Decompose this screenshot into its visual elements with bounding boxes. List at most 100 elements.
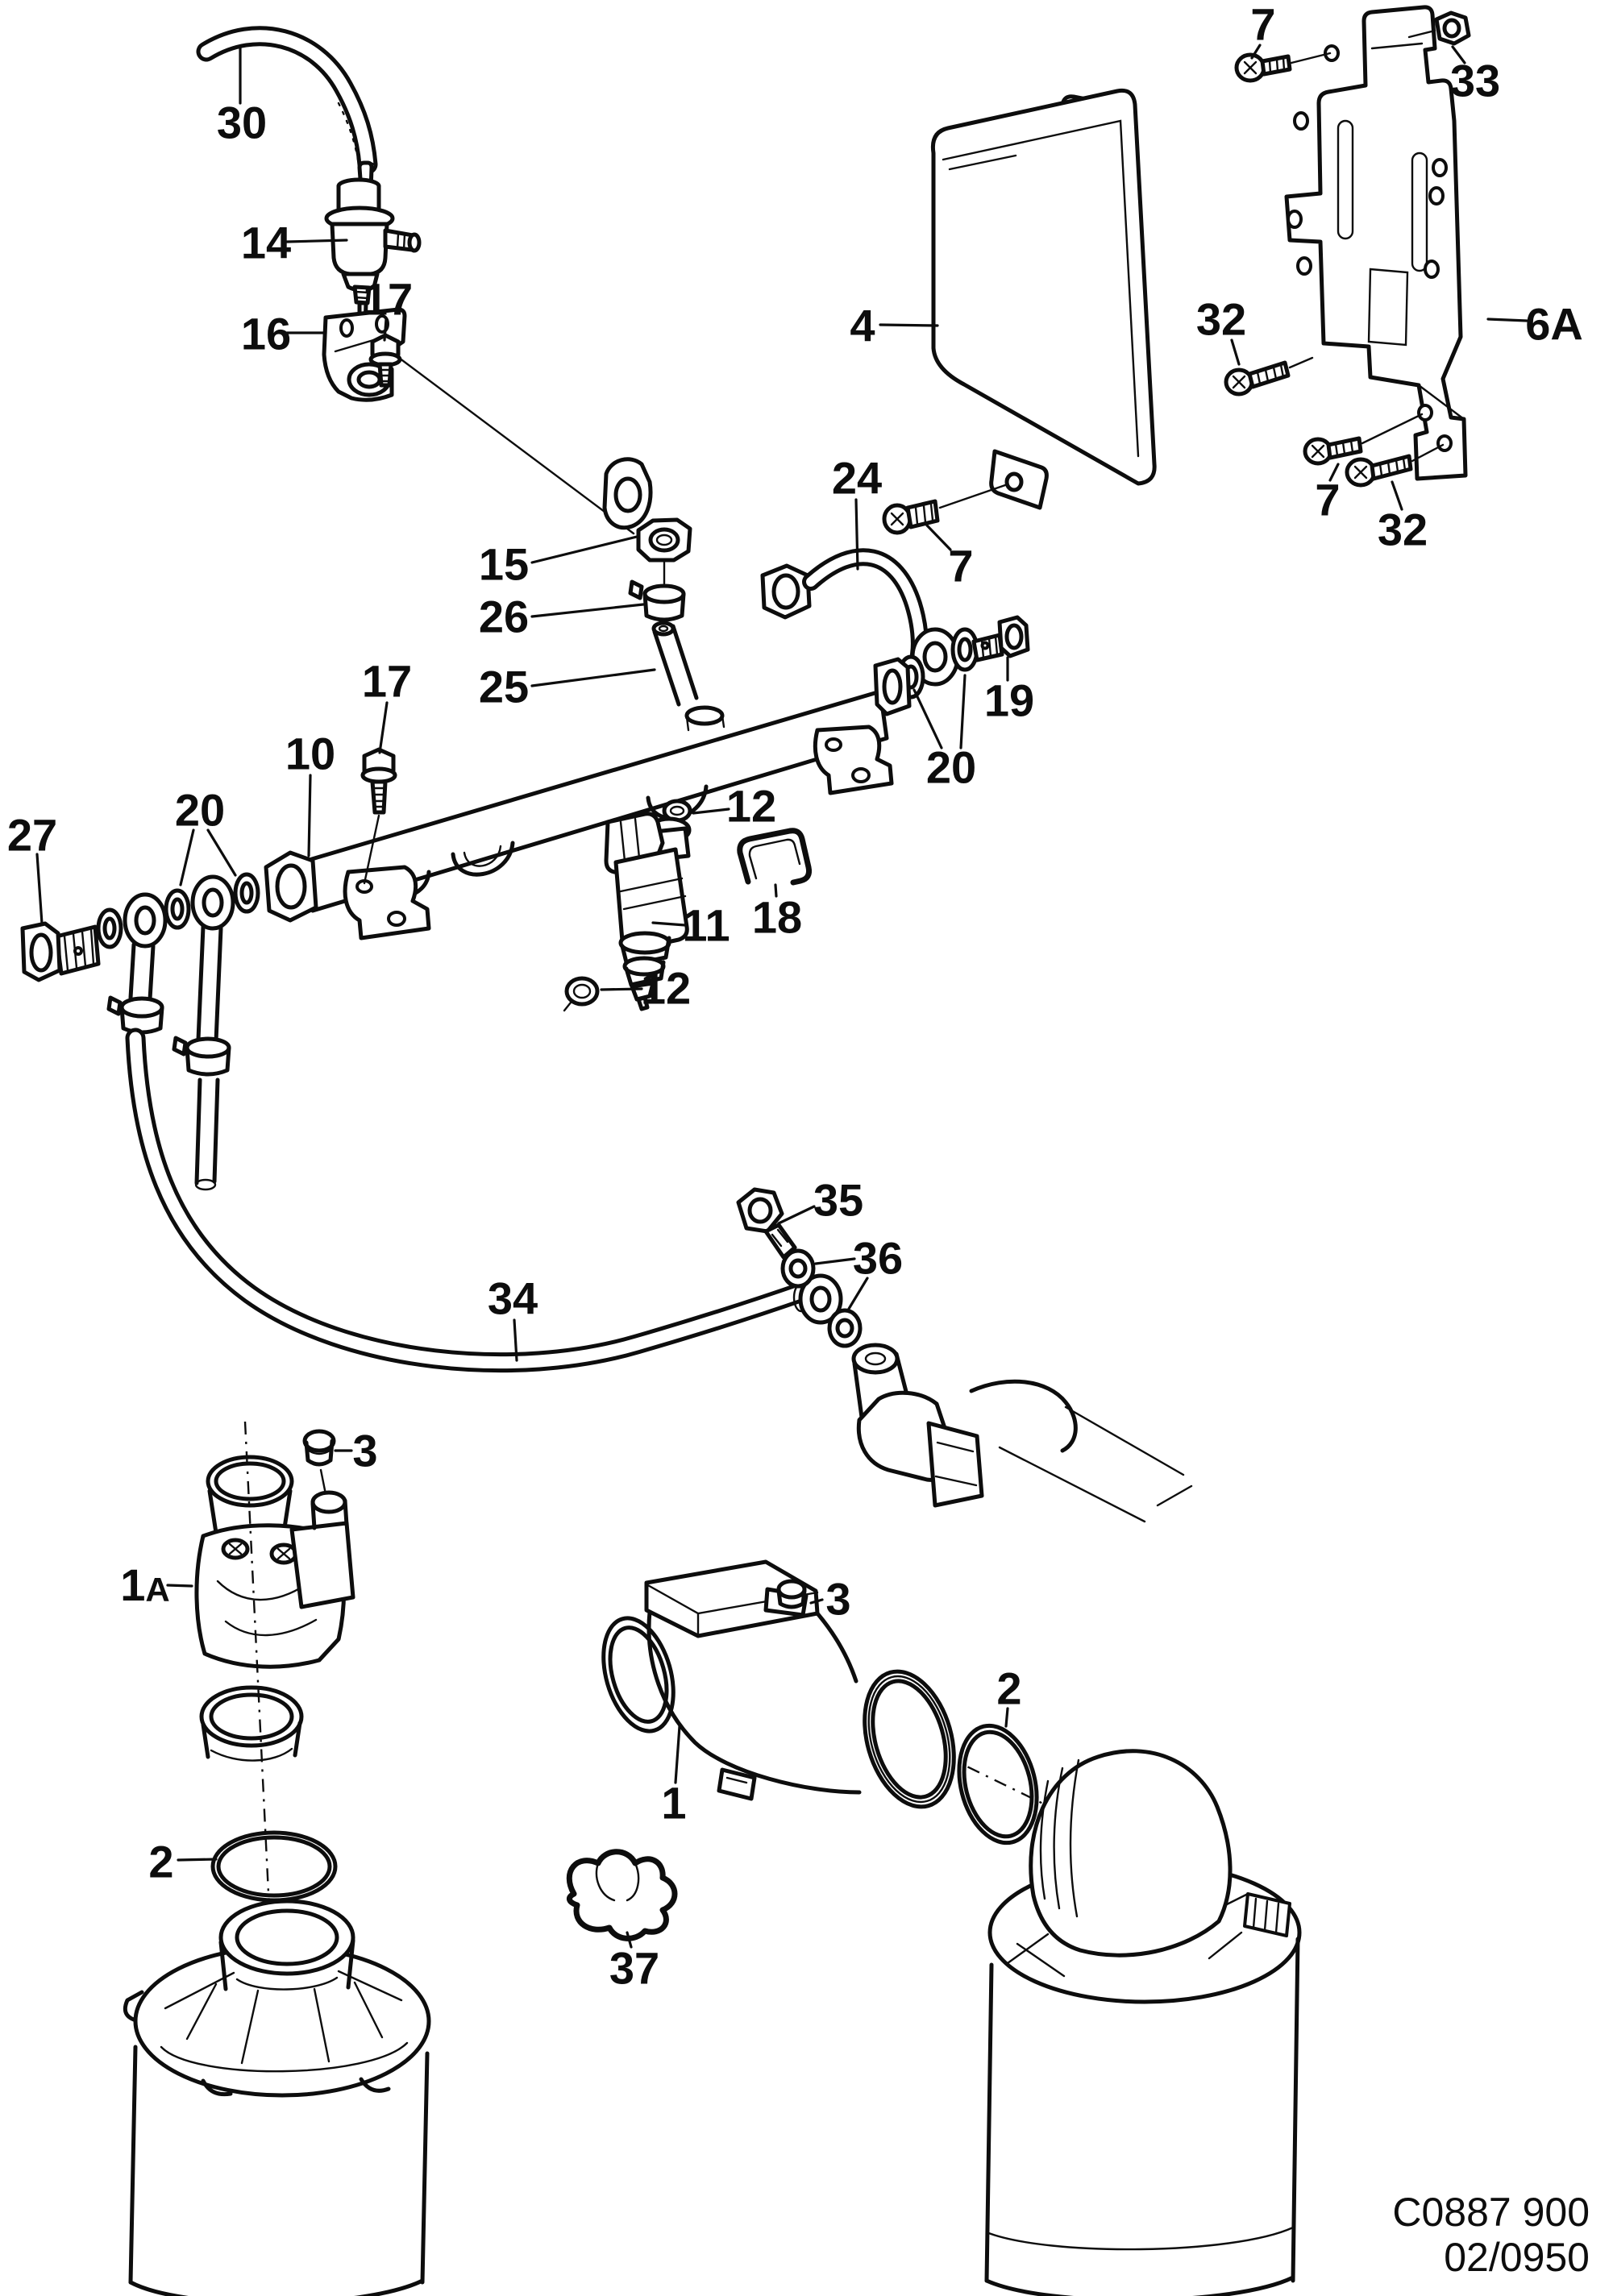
leader-line-c6A [1486, 318, 1528, 322]
part-clip-37 [566, 1849, 678, 1941]
callout-12-c12a: 12 [726, 781, 776, 832]
leader-line-c12a [692, 808, 730, 815]
part-pressure-regulator-14 [324, 160, 635, 535]
leader-line-c4 [879, 323, 939, 327]
callout-32-c32b: 32 [1378, 504, 1428, 555]
part-air-cleaner-left [123, 1421, 431, 2296]
callout-6a-c6A: 6A [1525, 299, 1583, 350]
drawing-issue: 02/0950 [1444, 2235, 1590, 2280]
callout-7-c7c: 7 [1315, 475, 1340, 525]
callout-24-c24: 24 [832, 453, 882, 504]
callout-36-c36: 36 [853, 1233, 903, 1284]
part-oring-2-left [210, 1830, 338, 1903]
leader-line-c25 [530, 668, 656, 687]
leader-line-c20a [179, 828, 195, 886]
leader-line-c2a [177, 1858, 218, 1862]
callout-15-c15: 15 [479, 539, 529, 590]
callout-20-c20a: 20 [175, 785, 225, 836]
part-screw-7-bottom [1303, 413, 1424, 466]
part-washers-36 [780, 1248, 863, 1348]
leader-line-c2b [1004, 1707, 1009, 1728]
part-hose-24 [760, 548, 960, 687]
callout-19-c19: 19 [984, 675, 1034, 726]
leader-line-c27 [35, 853, 44, 925]
part-ecu-mount-ear-bottom [989, 449, 1049, 510]
leader-line-c10 [307, 774, 312, 857]
part-airmass-meter-1 [601, 1559, 1047, 1809]
callout-4-c4: 4 [850, 301, 875, 351]
part-banjo-bolt-27 [20, 921, 101, 982]
leader-line-c37 [626, 1931, 633, 1949]
callout-3-c3b: 3 [825, 1574, 850, 1625]
leader-line-c32b [1391, 480, 1403, 511]
leader-line-c7c [1328, 463, 1340, 482]
part-washers-20-left [96, 872, 260, 949]
callout-2-c2b: 2 [996, 1663, 1021, 1714]
callout-16-c16: 16 [241, 309, 291, 359]
leader-line-c26 [530, 603, 645, 618]
leader-line-c33 [1451, 45, 1466, 64]
callout-37-c37: 37 [609, 1943, 659, 1994]
drawing-code: C0887 900 [1392, 2190, 1590, 2235]
part-banjo-bolt-19 [971, 615, 1030, 662]
callout-7-c7b: 7 [1250, 0, 1275, 50]
callout-2-c2a: 2 [148, 1837, 173, 1887]
part-cap-3-left [302, 1429, 336, 1512]
part-pipe-25 [651, 621, 699, 707]
callout-14-c14: 14 [241, 218, 291, 268]
leader-line-c18 [774, 883, 778, 898]
part-cap-3-right [776, 1579, 807, 1609]
leader-line-c12b [600, 987, 643, 991]
part-airmass-meter-1A [194, 1455, 355, 1762]
callout-1-c1: 1 [661, 1778, 686, 1829]
leader-line-c1 [674, 1725, 681, 1784]
callout-33-c33: 33 [1450, 56, 1500, 106]
callout-17-c17b: 17 [362, 656, 412, 707]
part-engine-union [851, 1343, 1193, 1523]
part-hose-34 [125, 1028, 843, 1373]
leader-line-c36 [814, 1257, 856, 1265]
part-ecu-4 [930, 88, 1157, 486]
part-screw-7-ecu [882, 484, 1007, 535]
leader-line-c20a [206, 828, 237, 877]
callout-1a-c1A: 1A [120, 1559, 170, 1610]
callout-32-c32a: 32 [1196, 294, 1246, 345]
leader-line-c7b [1250, 44, 1262, 60]
part-intake-elbow [1029, 1749, 1233, 1958]
leader-line-c32a [1230, 338, 1241, 366]
callout-30-c30: 30 [217, 98, 267, 148]
callout-11-c11: 11 [682, 900, 730, 951]
part-bracket-6A [1284, 5, 1468, 481]
callout-35-c35: 35 [813, 1175, 863, 1226]
part-banjo-bolt-35 [736, 1187, 797, 1260]
callout-7-c7a: 7 [948, 541, 973, 592]
leader-line-c17b [378, 701, 389, 754]
leader-line-c34 [513, 1318, 518, 1362]
leader-line-c35 [777, 1205, 816, 1225]
callout-10-c10: 10 [285, 729, 335, 779]
leader-line-c14 [285, 239, 348, 243]
leader-line-c24 [854, 498, 859, 571]
part-screw-7-top [1234, 52, 1332, 83]
part-rail-bracket-right [813, 725, 894, 795]
part-nut-15 [636, 517, 692, 585]
part-screw-32-upper [1224, 356, 1314, 397]
callout-12-c12b: 12 [641, 963, 691, 1014]
leader-line-c11 [651, 921, 687, 927]
part-oring-12-lower [563, 976, 600, 1012]
leader-line-c1A [166, 1584, 193, 1588]
part-oring-2-right [957, 1723, 1039, 1846]
callout-17-c17a: 17 [363, 274, 413, 325]
leader-line-c36 [847, 1277, 869, 1310]
callout-34-c34: 34 [488, 1273, 538, 1324]
leader-line-c17a [383, 318, 388, 342]
part-screw-32-bottom [1345, 443, 1445, 488]
leader-line-c3b [809, 1598, 824, 1605]
leader-line-c15 [530, 535, 638, 564]
callout-26-c26: 26 [479, 592, 529, 642]
callout-18-c18: 18 [752, 892, 802, 943]
part-fuel-rail-10 [264, 657, 912, 923]
part-nut-33 [1407, 10, 1471, 46]
